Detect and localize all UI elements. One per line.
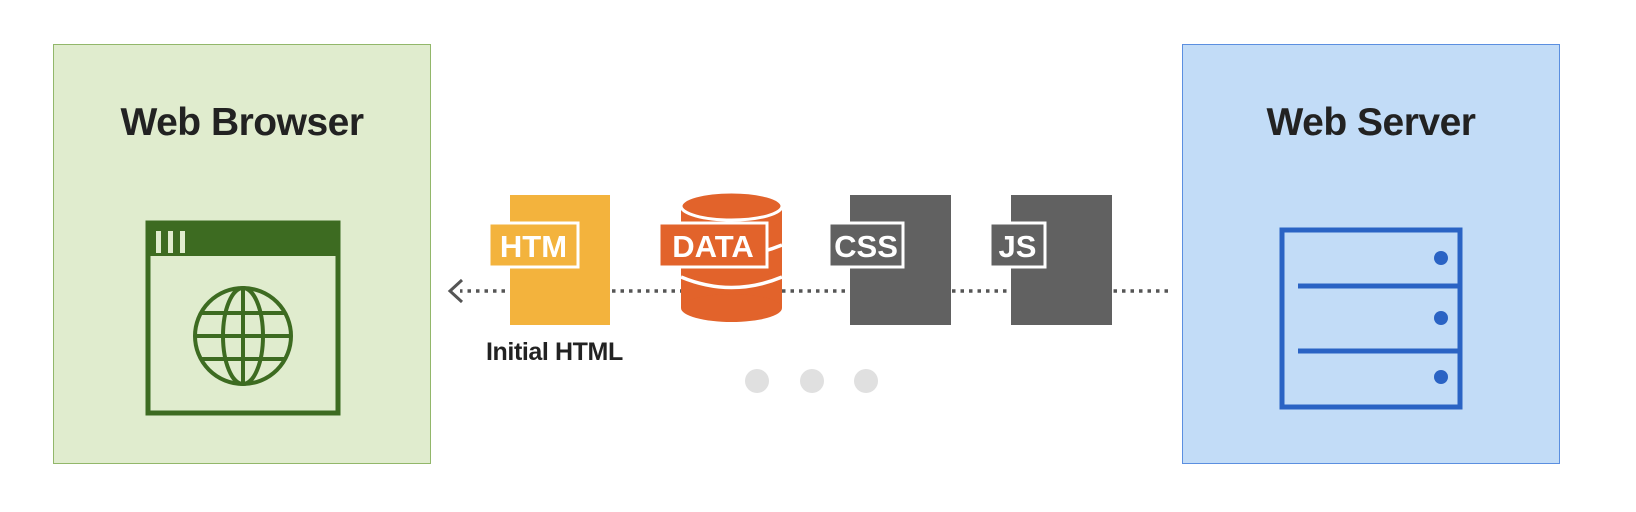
js-tag-label: JS (999, 229, 1037, 264)
browser-window-globe-icon (145, 220, 341, 416)
initial-html-caption: Initial HTML (486, 338, 623, 366)
globe-icon (193, 286, 293, 386)
css-tag-label: CSS (834, 229, 898, 264)
html-document-icon: HTM (487, 195, 610, 325)
web-server-title: Web Server (1266, 101, 1476, 144)
web-server-panel: Web Server (1182, 44, 1560, 464)
server-rack-icon (1279, 227, 1463, 410)
web-browser-title: Web Browser (120, 101, 364, 144)
ellipsis-dots-icon (745, 369, 878, 393)
web-browser-panel: Web Browser (53, 44, 431, 464)
css-document-icon: CSS (827, 195, 951, 325)
data-database-icon: DATA (657, 190, 784, 322)
data-tag-label: DATA (672, 229, 754, 264)
html-tag-label: HTM (500, 229, 567, 264)
js-document-icon: JS (988, 195, 1112, 325)
